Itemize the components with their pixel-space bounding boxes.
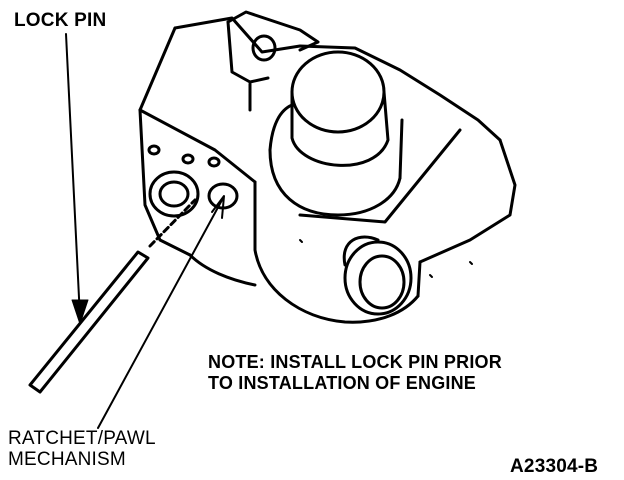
lock-pin-rod bbox=[28, 198, 197, 394]
speckles bbox=[299, 239, 473, 278]
note-line-2: TO INSTALLATION OF ENGINE bbox=[208, 373, 476, 393]
mounting-tab bbox=[226, 10, 320, 84]
note-line-1: NOTE: INSTALL LOCK PIN PRIOR bbox=[208, 352, 502, 372]
ratchet-pawl-label: RATCHET/PAWL MECHANISM bbox=[8, 428, 156, 470]
tensioner-body bbox=[138, 16, 517, 324]
figure-code-text: A23304-B bbox=[510, 456, 599, 477]
ratchet-line-1: RATCHET/PAWL bbox=[8, 428, 156, 449]
front-holes bbox=[147, 144, 239, 218]
ratchet-line-2: MECHANISM bbox=[8, 449, 126, 470]
lock-pin-text: LOCK PIN bbox=[14, 10, 107, 31]
figure-code: A23304-B bbox=[510, 456, 598, 477]
lock-pin-leader bbox=[65, 33, 89, 325]
plunger-boss bbox=[248, 50, 404, 217]
lock-pin-label: LOCK PIN bbox=[14, 10, 106, 31]
ratchet-leader bbox=[97, 195, 225, 429]
side-mounting-boss bbox=[342, 235, 413, 316]
install-note: NOTE: INSTALL LOCK PIN PRIOR TO INSTALLA… bbox=[208, 352, 502, 394]
